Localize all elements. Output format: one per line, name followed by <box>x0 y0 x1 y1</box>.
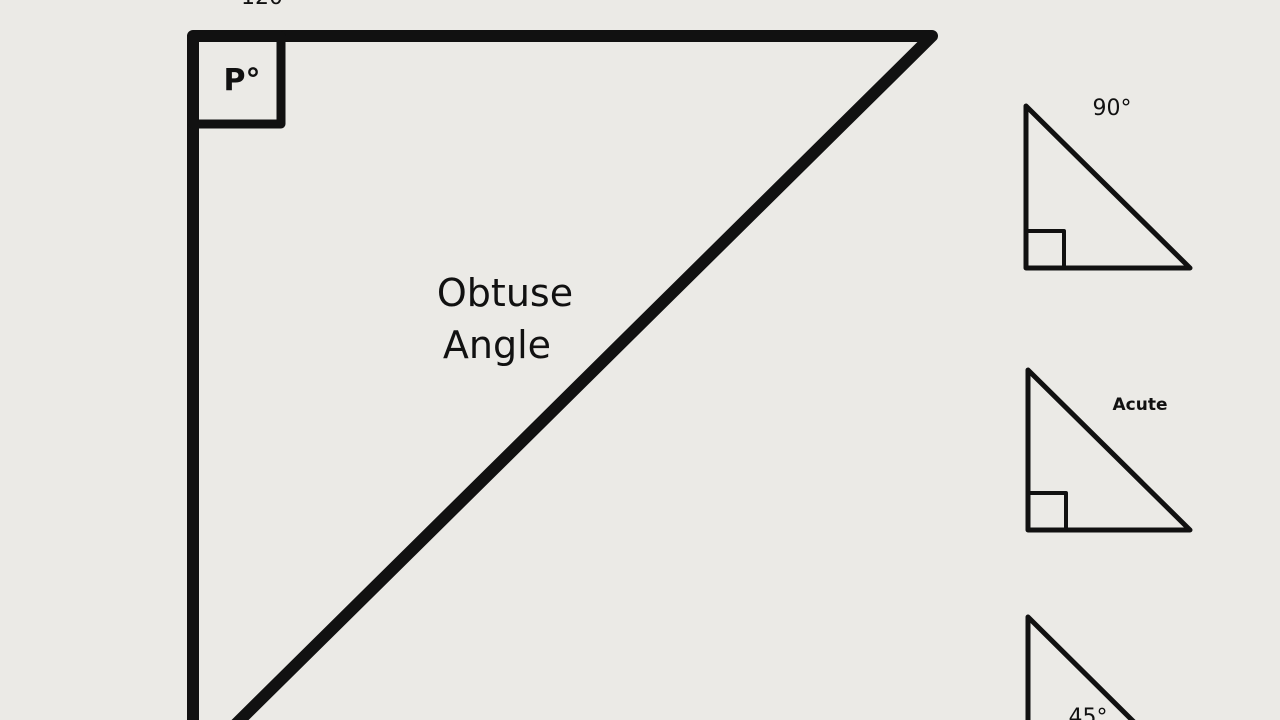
angle-type-label-line1: Obtuse <box>437 271 573 315</box>
main-corner-square <box>188 31 286 129</box>
corner-angle-label: P° <box>224 63 261 98</box>
main-triangle-outline <box>187 30 938 720</box>
top-angle-label: 120 <box>241 0 283 10</box>
side-triangle-3 <box>1025 614 1136 720</box>
side-triangle-2-right-angle-marker <box>1026 491 1068 532</box>
side-triangle-1 <box>1023 103 1193 271</box>
side-triangle-2 <box>1025 367 1193 533</box>
side-triangle-1-outline <box>1023 103 1193 271</box>
side-triangle-3-outline <box>1025 614 1136 720</box>
side-triangle-2-label: Acute <box>1113 395 1168 415</box>
side-triangle-3-label: 45° <box>1069 705 1108 720</box>
side-triangle-2-outline <box>1025 367 1193 533</box>
angle-type-label-line2: Angle <box>443 323 551 367</box>
main-triangle <box>187 30 938 720</box>
side-triangle-1-right-angle-marker <box>1024 229 1066 270</box>
side-triangle-1-label: 90° <box>1093 96 1132 121</box>
